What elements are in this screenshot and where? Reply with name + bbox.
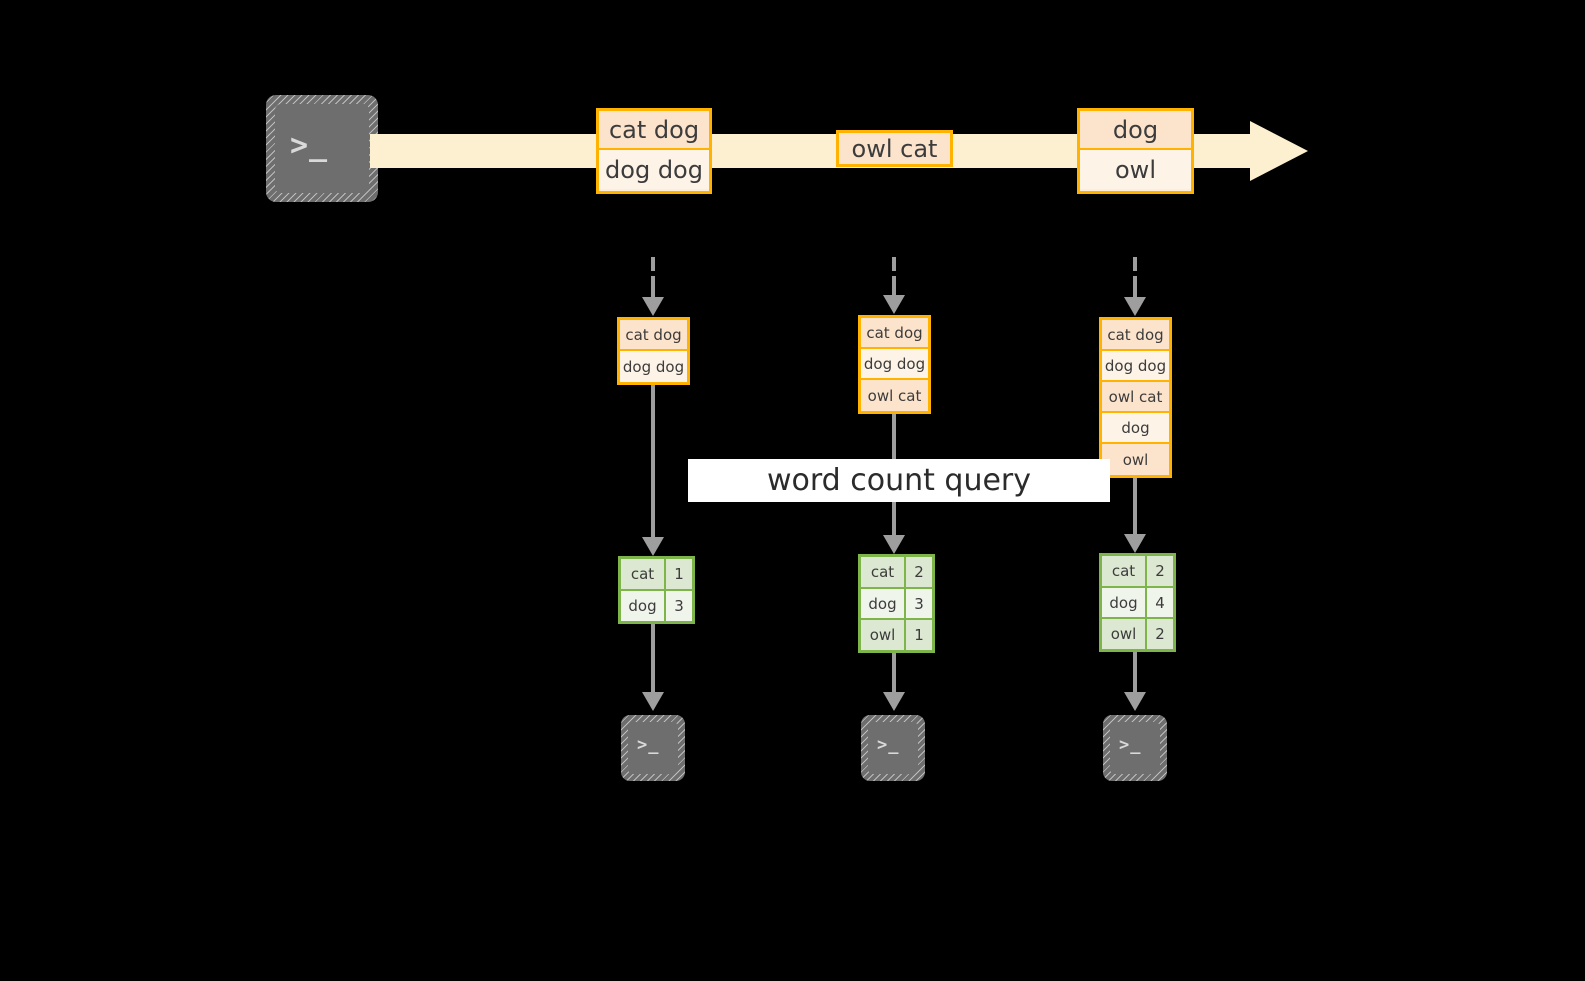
snapshot-1-query-line bbox=[651, 385, 655, 540]
snapshot-3-result-table[interactable]: cat 2 dog 4 owl 2 bbox=[1099, 553, 1176, 652]
snapshot-3-input-box[interactable]: cat dog dog dog owl cat dog owl bbox=[1099, 317, 1172, 478]
snapshot-1-input-line-2: dog dog bbox=[620, 351, 687, 382]
snapshot-3-query-line bbox=[1133, 478, 1137, 537]
source-terminal[interactable]: >_ bbox=[266, 95, 378, 202]
snapshot-1-sink-screen bbox=[628, 722, 678, 774]
snapshot-1-sink-line bbox=[651, 624, 655, 694]
stream-group-1[interactable]: cat dog dog dog bbox=[596, 108, 712, 194]
snapshot-3-feed-dash-bottom bbox=[1133, 276, 1137, 299]
snapshot-2-query-arrowhead bbox=[883, 535, 905, 554]
query-label-band: word count query bbox=[688, 459, 1110, 502]
snapshot-2-sink-line bbox=[892, 653, 896, 694]
stream-group-1-line-2: dog dog bbox=[599, 150, 709, 189]
snapshot-2-count-2: 3 bbox=[906, 588, 932, 619]
terminal-prompt-icon: >_ bbox=[637, 735, 660, 755]
snapshot-2-feed-arrowhead bbox=[883, 295, 905, 314]
snapshot-3-word-2: dog bbox=[1102, 587, 1147, 618]
snapshot-3-sink-line bbox=[1133, 652, 1137, 694]
table-row: dog 3 bbox=[861, 588, 932, 621]
snapshot-2-sink-arrowhead bbox=[883, 692, 905, 711]
snapshot-3-input-line-4: dog bbox=[1102, 413, 1169, 444]
snapshot-1-count-1: 1 bbox=[666, 559, 692, 589]
snapshot-1-feed-arrowhead bbox=[642, 297, 664, 316]
stream-group-2[interactable]: owl cat bbox=[836, 130, 953, 167]
snapshot-2-word-3: owl bbox=[861, 620, 906, 651]
snapshot-3-sink-arrowhead bbox=[1124, 692, 1146, 711]
query-label: word count query bbox=[766, 463, 1032, 498]
terminal-prompt-icon: >_ bbox=[290, 128, 329, 163]
snapshot-3-sink-screen bbox=[1110, 722, 1160, 774]
snapshot-2-input-box[interactable]: cat dog dog dog owl cat bbox=[858, 315, 931, 414]
stream-arrow-head bbox=[1250, 121, 1308, 181]
snapshot-3-input-line-3: owl cat bbox=[1102, 382, 1169, 413]
snapshot-1-word-1: cat bbox=[621, 559, 666, 589]
snapshot-2-result-table[interactable]: cat 2 dog 3 owl 1 bbox=[858, 554, 935, 653]
snapshot-1-feed-dash-bottom bbox=[651, 276, 655, 299]
snapshot-3-sink-terminal[interactable]: >_ bbox=[1103, 715, 1167, 781]
snapshot-2-sink-terminal[interactable]: >_ bbox=[861, 715, 925, 781]
snapshot-1-sink-arrowhead bbox=[642, 692, 664, 711]
snapshot-1-count-2: 3 bbox=[666, 591, 692, 621]
snapshot-2-word-1: cat bbox=[861, 557, 906, 587]
snapshot-3-feed-dash-top bbox=[1133, 257, 1137, 271]
table-row: cat 2 bbox=[1102, 556, 1173, 588]
stream-group-2-line-1: owl cat bbox=[839, 133, 950, 164]
snapshot-3-input-line-5: owl bbox=[1102, 444, 1169, 475]
stream-group-3[interactable]: dog owl bbox=[1077, 108, 1194, 194]
snapshot-3-input-line-2: dog dog bbox=[1102, 351, 1169, 382]
snapshot-3-word-3: owl bbox=[1102, 619, 1147, 650]
snapshot-2-count-3: 1 bbox=[906, 620, 932, 651]
snapshot-3-feed-arrowhead bbox=[1124, 297, 1146, 316]
snapshot-3-count-3: 2 bbox=[1147, 619, 1173, 650]
snapshot-1-input-line-1: cat dog bbox=[620, 320, 687, 351]
snapshot-3-input-line-1: cat dog bbox=[1102, 320, 1169, 351]
snapshot-2-input-line-2: dog dog bbox=[861, 349, 928, 380]
table-row: owl 1 bbox=[861, 620, 932, 651]
snapshot-3-count-2: 4 bbox=[1147, 587, 1173, 618]
snapshot-1-feed-dash-top bbox=[651, 257, 655, 271]
table-row: owl 2 bbox=[1102, 619, 1173, 650]
stream-group-3-line-2: owl bbox=[1080, 150, 1191, 189]
snapshot-3-query-arrowhead bbox=[1124, 534, 1146, 553]
snapshot-1-result-table[interactable]: cat 1 dog 3 bbox=[618, 556, 695, 624]
table-row: cat 2 bbox=[861, 557, 932, 589]
snapshot-1-word-2: dog bbox=[621, 591, 666, 621]
stream-group-3-line-1: dog bbox=[1080, 111, 1191, 150]
source-terminal-screen bbox=[275, 104, 369, 193]
snapshot-2-sink-screen bbox=[868, 722, 918, 774]
snapshot-2-feed-dash-bottom bbox=[892, 276, 896, 297]
table-row: cat 1 bbox=[621, 559, 692, 591]
snapshot-2-word-2: dog bbox=[861, 588, 906, 619]
snapshot-2-input-line-1: cat dog bbox=[861, 318, 928, 349]
terminal-prompt-icon: >_ bbox=[1119, 735, 1142, 755]
snapshot-1-query-arrowhead bbox=[642, 537, 664, 556]
terminal-prompt-icon: >_ bbox=[877, 735, 900, 755]
snapshot-2-count-1: 2 bbox=[906, 557, 932, 587]
snapshot-2-input-line-3: owl cat bbox=[861, 380, 928, 411]
snapshot-3-count-1: 2 bbox=[1147, 556, 1173, 586]
table-row: dog 3 bbox=[621, 591, 692, 621]
snapshot-2-feed-dash-top bbox=[892, 257, 896, 271]
snapshot-1-input-box[interactable]: cat dog dog dog bbox=[617, 317, 690, 385]
snapshot-1-sink-terminal[interactable]: >_ bbox=[621, 715, 685, 781]
table-row: dog 4 bbox=[1102, 587, 1173, 620]
snapshot-3-word-1: cat bbox=[1102, 556, 1147, 586]
stream-group-1-line-1: cat dog bbox=[599, 111, 709, 150]
